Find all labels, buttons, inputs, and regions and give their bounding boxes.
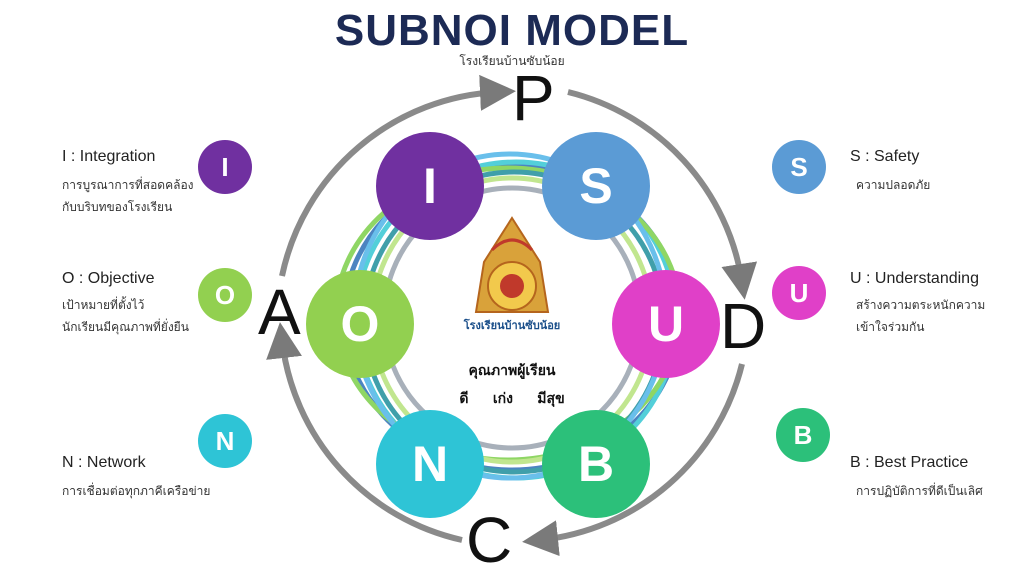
big-circle-u: U xyxy=(612,270,720,378)
big-circle-n: N xyxy=(376,410,484,518)
desc-objective-1: เป้าหมายที่ตั้งไว้ xyxy=(62,298,145,312)
desc-objective-2: นักเรียนมีคุณภาพที่ยั่งยืน xyxy=(62,320,189,334)
big-circle-i: I xyxy=(376,132,484,240)
desc-understanding-2: เข้าใจร่วมกัน xyxy=(856,320,925,334)
label-understanding: U : Understanding xyxy=(850,270,979,287)
cycle-letter-c: C xyxy=(466,504,513,576)
school-logo-icon xyxy=(474,216,550,313)
center-disc xyxy=(394,200,630,436)
center-logo-caption: โรงเรียนบ้านซับน้อย xyxy=(463,319,561,332)
arc-d-to-c xyxy=(522,363,745,557)
big-circle-b: B xyxy=(542,410,650,518)
big-circle-o: O xyxy=(306,270,414,378)
desc-safety-1: ความปลอดภัย xyxy=(856,178,931,192)
label-integration: I : Integration xyxy=(62,148,156,165)
desc-integration-2: กับบริบทของโรงเรียน xyxy=(62,200,173,214)
label-safety: S : Safety xyxy=(850,148,920,165)
page-subtitle: โรงเรียนบ้านซับน้อย xyxy=(459,54,565,68)
center-values: ดี เก่ง มีสุข xyxy=(459,391,565,407)
arc-c-to-a xyxy=(266,322,463,543)
label-network: N : Network xyxy=(62,454,146,471)
page-title: SUBNOI MODEL xyxy=(334,6,690,55)
small-circle-i: I xyxy=(198,140,252,194)
small-circle-n: N xyxy=(198,414,252,468)
arc-a-to-p xyxy=(279,74,516,277)
small-circle-s: S xyxy=(772,140,826,194)
desc-integration-1: การบูรณาการที่สอดคล้อง xyxy=(62,178,194,192)
desc-network-1: การเชื่อมต่อทุกภาคีเครือข่าย xyxy=(62,484,211,498)
label-objective: O : Objective xyxy=(62,270,155,287)
cycle-letter-d: D xyxy=(720,290,767,362)
arc-p-to-d xyxy=(567,89,758,300)
label-best-practice: B : Best Practice xyxy=(850,454,969,471)
center-title: คุณภาพผู้เรียน xyxy=(468,363,556,379)
small-circle-u: U xyxy=(772,266,826,320)
desc-best-practice-1: การปฏิบัติการที่ดีเป็นเลิศ xyxy=(856,484,983,498)
big-circle-s: S xyxy=(542,132,650,240)
desc-understanding-1: สร้างความตระหนักความ xyxy=(856,298,986,312)
cycle-letter-p: P xyxy=(512,62,555,134)
cycle-letter-a: A xyxy=(258,276,301,348)
small-circle-o: O xyxy=(198,268,252,322)
small-circle-b: B xyxy=(776,408,830,462)
